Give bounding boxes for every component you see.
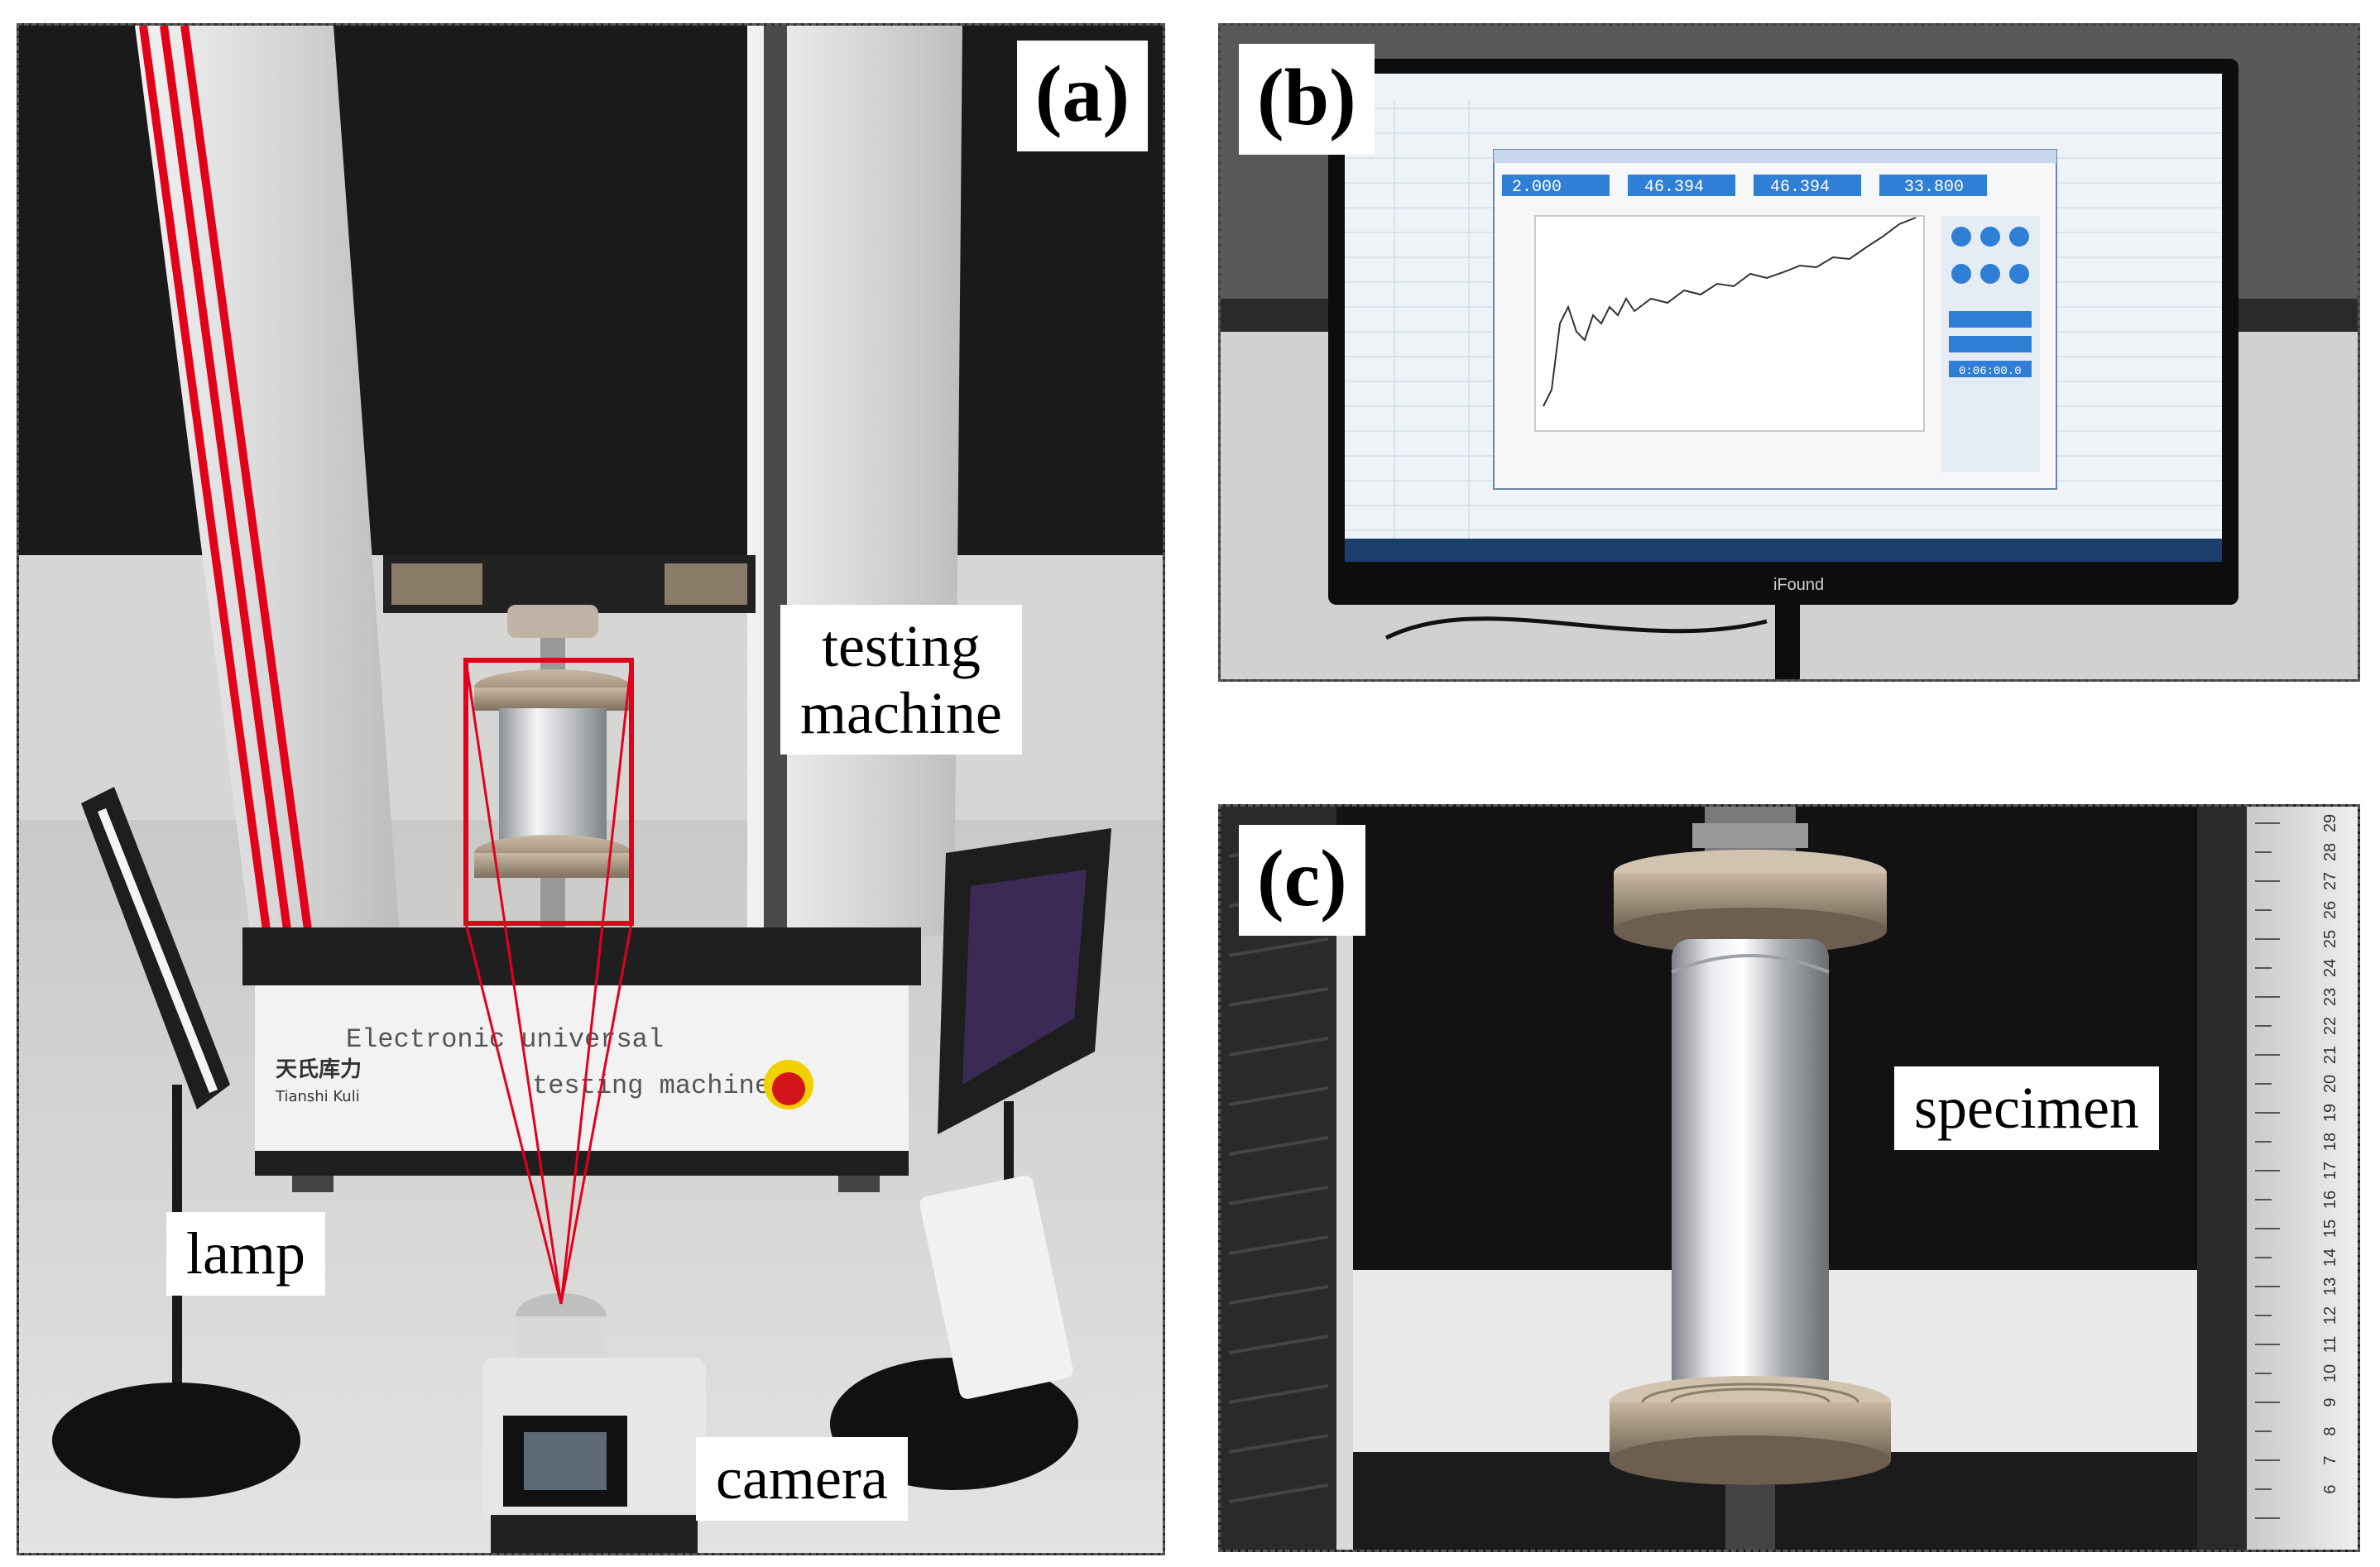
readout-1: 2.000 — [1512, 178, 1562, 197]
ruler-tick-label: 7 — [2321, 1455, 2339, 1464]
ruler-tick-label: 15 — [2321, 1220, 2339, 1238]
label-testing-machine-line2: machine — [800, 679, 1002, 746]
time-display: 0:06:00.0 — [1959, 365, 2022, 378]
ruler-tick-label: 8 — [2321, 1426, 2339, 1435]
label-testing-machine-line1: testing — [821, 613, 981, 679]
ruler-tick-label: 13 — [2321, 1277, 2339, 1296]
panel-a-testing-setup: Electronic universal testing machine 天氏库… — [17, 23, 1165, 1555]
ruler-tick-label: 10 — [2321, 1364, 2339, 1383]
specimen-highlight-box — [463, 658, 634, 926]
ruler-tick-label: 27 — [2321, 872, 2339, 890]
ruler-tick-label: 17 — [2321, 1162, 2339, 1180]
label-camera: camera — [696, 1437, 908, 1521]
machine-brand-cn: 天氏库力 — [276, 1057, 362, 1082]
ruler-tick-label: 12 — [2321, 1306, 2339, 1325]
measuring-ruler — [2247, 807, 2358, 1550]
ruler-tick-label: 19 — [2321, 1104, 2339, 1122]
ruler-tick-label: 25 — [2321, 930, 2339, 948]
monitor-brand: iFound — [1773, 576, 1824, 594]
label-specimen: specimen — [1894, 1066, 2159, 1150]
panel-c-specimen-closeup: 29 28 27 26 25 24 23 22 21 20 19 18 17 16 15 14 13 12 11 10… — [1218, 804, 2360, 1552]
machine-left-column — [135, 26, 400, 936]
ruler-tick-label: 26 — [2321, 901, 2339, 919]
ruler-tick-label: 23 — [2321, 988, 2339, 1006]
label-lamp: lamp — [166, 1212, 325, 1296]
panel-a-tag: (a) — [1016, 41, 1148, 151]
ruler-tick-label: 6 — [2321, 1484, 2339, 1493]
ruler-tick-label: 9 — [2321, 1397, 2339, 1406]
ruler-tick-label: 21 — [2321, 1046, 2339, 1064]
panel-c-tag: (c) — [1239, 825, 1365, 936]
ruler-tick-label: 28 — [2321, 843, 2339, 861]
load-curve — [1543, 217, 1917, 407]
readout-2: 46.394 — [1644, 178, 1704, 197]
machine-text-line1: Electronic universal — [346, 1024, 664, 1055]
setup-photo: Electronic universal testing machine 天氏库… — [19, 26, 1163, 1553]
monitor-photo: 2.000 46.394 46.394 33.800 0:06:00.0 iFo… — [1221, 26, 2358, 679]
left-lamp-base — [52, 1383, 300, 1498]
readout-3: 46.394 — [1770, 178, 1830, 197]
ruler-tick-label: 14 — [2321, 1248, 2339, 1267]
label-testing-machine: testing machine — [780, 605, 1022, 755]
ruler-tick-label: 18 — [2321, 1133, 2339, 1151]
machine-brand-en: Tianshi Kuli — [275, 1088, 360, 1105]
ruler-tick-label: 22 — [2321, 1017, 2339, 1035]
panel-b-tag: (b) — [1239, 44, 1375, 155]
ruler-tick-label: 16 — [2321, 1191, 2339, 1209]
ruler-tick-label: 11 — [2321, 1336, 2339, 1354]
specimen-photo: 29 28 27 26 25 24 23 22 21 20 19 18 17 16 15 14 13 12 11 10… — [1221, 807, 2358, 1550]
ruler-tick-label: 20 — [2321, 1075, 2339, 1093]
readout-4: 33.800 — [1904, 178, 1964, 197]
ruler-tick-label: 29 — [2321, 814, 2339, 832]
machine-text-line2: testing machine — [532, 1071, 770, 1101]
ruler-tick-label: 24 — [2321, 959, 2339, 977]
specimen-in-machine — [499, 708, 607, 849]
specimen-cylinder — [1672, 939, 1829, 1402]
panel-b-monitor: 2.000 46.394 46.394 33.800 0:06:00.0 iFo… — [1218, 23, 2360, 682]
